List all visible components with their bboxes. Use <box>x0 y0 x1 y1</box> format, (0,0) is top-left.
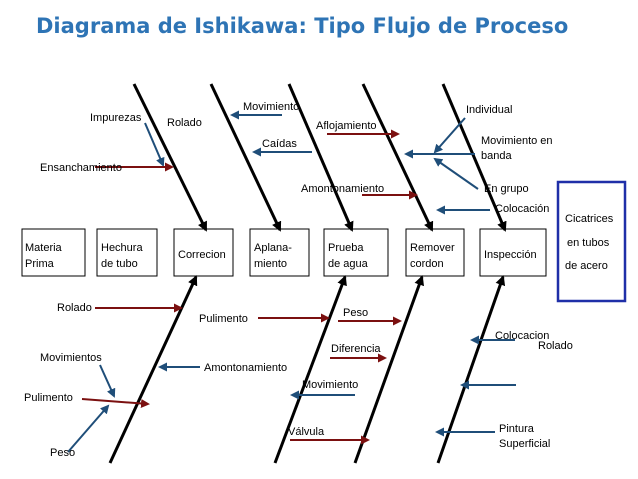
cause-label-aflojamiento: Aflojamiento <box>316 120 377 132</box>
cause-label-amontonamiento-bottom: Amontonamiento <box>204 362 287 374</box>
cause-label-movimiento-top: Movimiento <box>243 101 299 113</box>
cause-label-peso-left: Peso <box>50 447 75 459</box>
svg-text:cordon: cordon <box>410 258 444 270</box>
cause-label-movimiento-en-banda-1: Movimiento en <box>481 135 553 147</box>
process-step-materia-prima: Materia Prima <box>21 228 86 277</box>
cause-label-pintura-2: Superficial <box>499 438 550 450</box>
cause-label-colocacion-bottom: Colocacion <box>495 330 549 342</box>
svg-text:de agua: de agua <box>328 258 369 270</box>
cause-label-movimiento-bottom: Movimiento <box>302 379 358 391</box>
effect-box: Cicatrices en tubos de acero <box>556 180 627 303</box>
svg-text:de tubo: de tubo <box>101 258 138 270</box>
cause-label-movimientos: Movimientos <box>40 352 102 364</box>
cause-label-pulimento-left: Pulimento <box>24 392 73 404</box>
cause-arrows-lower <box>67 303 516 453</box>
cause-label-rolado-bottom: Rolado <box>57 302 92 314</box>
cause-label-pintura-1: Pintura <box>499 423 535 435</box>
cause-label-rolado-right: Rolado <box>538 340 573 352</box>
svg-text:de acero: de acero <box>565 260 608 272</box>
svg-text:Inspección: Inspección <box>484 249 537 261</box>
svg-text:Cicatrices: Cicatrices <box>565 213 614 225</box>
cause-label-amontonamiento-top: Amontonamiento <box>301 183 384 195</box>
page-title: Diagrama de Ishikawa: Tipo Flujo de Proc… <box>36 14 569 38</box>
svg-text:Hechura: Hechura <box>101 242 143 254</box>
process-step-hechura-de-tubo: Hechura de tubo <box>96 228 158 277</box>
cause-label-impurezas: Impurezas <box>90 112 142 124</box>
cause-label-en-grupo: En grupo <box>484 183 529 195</box>
process-step-aplanamiento: Aplana- miento <box>249 228 310 277</box>
cause-label-individual: Individual <box>466 104 512 116</box>
cause-arrows-upper <box>95 110 490 215</box>
svg-text:Prima: Prima <box>25 258 55 270</box>
process-step-inspeccion: Inspección <box>479 228 547 277</box>
cause-label-diferencia: Diferencia <box>331 343 381 355</box>
process-step-remover-cordon: Remover cordon <box>405 228 465 277</box>
cause-label-movimiento-en-banda-2: banda <box>481 150 512 162</box>
process-step-prueba-de-agua: Prueba de agua <box>323 228 389 277</box>
cause-label-peso-mid: Peso <box>343 307 368 319</box>
upper-bones <box>132 83 507 232</box>
cause-label-colocacion-top: Colocación <box>495 203 549 215</box>
svg-text:Aplana-: Aplana- <box>254 242 292 254</box>
svg-text:en tubos: en tubos <box>567 237 610 249</box>
svg-text:Materia: Materia <box>25 242 63 254</box>
svg-text:Prueba: Prueba <box>328 242 364 254</box>
svg-text:Correcion: Correcion <box>178 249 226 261</box>
cause-label-ensanchamiento: Ensanchamiento <box>40 162 122 174</box>
svg-text:Remover: Remover <box>410 242 455 254</box>
process-step-correcion: Correcion <box>173 228 234 277</box>
cause-label-valvula: Válvula <box>288 426 325 438</box>
cause-label-pulimento-mid: Pulimento <box>199 313 248 325</box>
cause-label-rolado-top: Rolado <box>167 117 202 129</box>
svg-text:miento: miento <box>254 258 287 270</box>
cause-label-caidas: Caídas <box>262 138 297 150</box>
